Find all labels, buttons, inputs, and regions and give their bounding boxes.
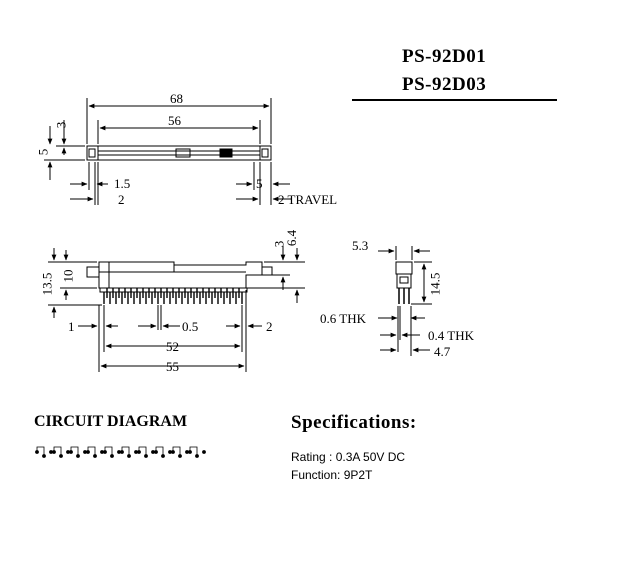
circuit-diagram-symbol	[35, 446, 206, 458]
dim-52: 52	[166, 339, 179, 354]
dim-6-4: 6.4	[284, 229, 300, 247]
circuit-diagram-heading: CIRCUIT DIAGRAM	[34, 413, 188, 430]
top-view-dimensions	[44, 98, 292, 205]
dim-0-6-thk: 0.6 THK	[320, 311, 366, 326]
dim-0-5: 0.5	[182, 319, 199, 334]
dim-55: 55	[166, 359, 179, 374]
spec-rating: Rating : 0.3A 50V DC	[291, 450, 406, 464]
dim-14-5: 14.5	[427, 272, 443, 296]
model-number-2: PS-92D03	[402, 74, 487, 95]
dim-5-right: 5	[256, 176, 263, 191]
dim-10: 10	[60, 269, 76, 283]
dim-2-left: 2	[118, 192, 125, 207]
dim-5-3: 5.3	[352, 238, 369, 253]
dim-1-5: 1.5	[114, 176, 131, 191]
dim-4-7: 4.7	[434, 344, 451, 359]
specifications-heading: Specifications:	[291, 412, 417, 433]
dim-3-top: 3	[53, 121, 69, 129]
dim-0-4-thk: 0.4 THK	[428, 328, 474, 343]
model-number-1: PS-92D01	[402, 46, 487, 67]
side-view-dimensions	[378, 246, 432, 356]
side-view-outline	[395, 261, 413, 304]
dim-56: 56	[168, 113, 181, 128]
dim-2-travel: 2 TRAVEL	[278, 192, 338, 207]
dim-13-5: 13.5	[39, 272, 55, 296]
front-view-outline	[86, 261, 273, 304]
dim-68: 68	[170, 91, 183, 106]
dim-1: 1	[68, 319, 75, 334]
top-view-outline	[86, 145, 272, 161]
spec-function: Function: 9P2T	[291, 468, 373, 482]
dim-5-top: 5	[35, 148, 51, 156]
front-view-dimensions	[48, 246, 305, 372]
dim-2-front: 2	[266, 319, 273, 334]
